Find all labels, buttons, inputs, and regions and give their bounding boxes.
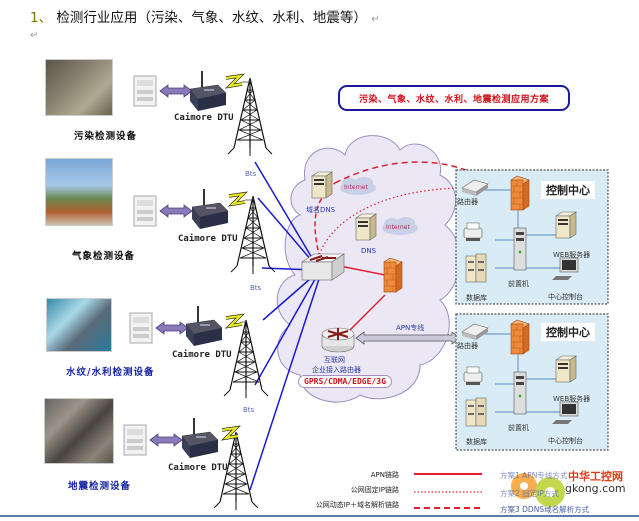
console-label: 中心控制台 — [548, 437, 583, 445]
database-icon — [465, 397, 487, 427]
web-server-icon — [555, 355, 577, 383]
wireless-signal-icon — [224, 314, 244, 328]
internet-label: Internet — [386, 224, 410, 231]
weather-station-photo — [45, 158, 113, 226]
bts-label: Bts — [243, 406, 255, 414]
router-label: 路由器 — [457, 198, 478, 206]
console-label: 中心控制台 — [548, 293, 583, 301]
dtu-modem-icon — [185, 305, 223, 347]
plc-device-icon — [133, 75, 157, 107]
wireless-signal-icon — [227, 192, 247, 206]
site-label-pollution: 污染检测设备 — [74, 131, 138, 142]
plc-device-icon — [123, 424, 147, 456]
return-mark-icon: ↵ — [371, 14, 380, 25]
dam-reservoir-photo — [46, 298, 112, 352]
legend-label-dynamic-ip: 公网动态IP＋域名解析链路 — [315, 501, 399, 509]
web-server-label: WEB服务器 — [553, 251, 591, 259]
host-computer-icon — [513, 371, 527, 415]
host-computer-icon — [513, 227, 527, 271]
host-label: 前置机 — [508, 280, 529, 288]
host-label: 前置机 — [508, 424, 529, 432]
firewall-icon — [510, 175, 530, 211]
heading-text: 检测行业应用（污染、气象、水纹、水利、地震等） — [56, 10, 367, 26]
bts-tower-icon — [227, 77, 273, 157]
heading-number: 1、 — [30, 10, 53, 26]
router-icon — [461, 323, 489, 340]
database-label: 数据库 — [466, 294, 487, 302]
legend-lines — [414, 473, 482, 509]
dns-server-icon — [355, 213, 377, 241]
wireless-signal-icon — [224, 74, 244, 88]
web-server-icon — [555, 211, 577, 239]
console-icon — [552, 401, 579, 424]
domain-dns-server-icon — [311, 171, 333, 199]
router-label-internet: 互联网 — [324, 356, 345, 364]
sewage-pool-photo — [45, 59, 113, 116]
return-mark-icon: ↵ — [30, 30, 39, 41]
dtu-modem-icon — [191, 188, 229, 230]
dtu-label: Caimore DTU — [172, 350, 232, 360]
legend-desc-fixed-ip: 方案2 固定IP方式 — [500, 489, 559, 498]
bidirectional-arrow-icon — [159, 204, 193, 218]
router-label-enterprise: 企业接入路由器 — [312, 366, 361, 374]
bts-label: Bts — [245, 170, 257, 178]
network-types-label: GPRS/CDMA/EDGE/3G — [298, 375, 392, 388]
console-icon — [552, 257, 579, 280]
section-heading: 1、 检测行业应用（污染、气象、水纹、水利、地震等） ↵ — [30, 6, 380, 26]
printer-icon — [463, 222, 483, 241]
watermark-site-name: 中华工控网 — [568, 470, 623, 483]
router-icon — [461, 179, 489, 196]
router-icon — [321, 327, 355, 353]
database-label: 数据库 — [466, 438, 487, 446]
site-label-hydrology: 水纹/水利检测设备 — [66, 367, 155, 378]
dns-label: DNS — [361, 247, 377, 255]
legend-label-fixed-ip: 公网固定IP链路 — [350, 486, 399, 494]
domain-dns-label: 域名DNS — [306, 206, 336, 214]
dtu-label: Caimore DTU — [168, 463, 228, 473]
firewall-icon — [383, 257, 403, 293]
switch-icon — [301, 253, 345, 281]
bts-links — [249, 161, 321, 491]
site-label-weather: 气象检测设备 — [72, 251, 136, 262]
bidirectional-arrow-icon — [149, 433, 183, 447]
router-label: 路由器 — [457, 342, 478, 350]
plc-device-icon — [133, 195, 157, 227]
diagram-title: 污染、气象、水纹、水利、地震检测应用方案 — [338, 85, 570, 111]
bidirectional-arrow-icon — [155, 321, 189, 335]
dtu-label: Caimore DTU — [174, 113, 234, 123]
control-center-title: 控制中心 — [541, 181, 595, 199]
apn-line-label: APN专线 — [396, 324, 425, 332]
dtu-modem-icon — [181, 417, 219, 459]
legend-desc-ddns: 方案3 DDNS域名解析方式 — [500, 505, 590, 514]
database-icon — [465, 253, 487, 283]
firewall-icon — [510, 319, 530, 355]
rock-slope-photo — [44, 398, 114, 464]
dtu-modem-icon — [189, 70, 227, 112]
watermark-url: gkong.com — [565, 482, 626, 495]
dtu-label: Caimore DTU — [178, 234, 238, 244]
plc-device-icon — [129, 312, 153, 344]
legend-label-apn: APN链路 — [370, 471, 399, 479]
legend-desc-apn: 方案1 APN专线方式 — [500, 471, 568, 480]
internet-label: Internet — [344, 184, 368, 191]
watermark-gears-icon — [511, 473, 565, 507]
printer-icon — [463, 366, 483, 385]
control-center-title: 控制中心 — [541, 323, 595, 341]
bts-label: Bts — [250, 284, 262, 292]
web-server-label: WEB服务器 — [553, 395, 591, 403]
bidirectional-arrow-icon — [159, 84, 193, 98]
page-bottom-border — [0, 515, 639, 517]
site-label-seismic: 地震检测设备 — [68, 481, 132, 492]
